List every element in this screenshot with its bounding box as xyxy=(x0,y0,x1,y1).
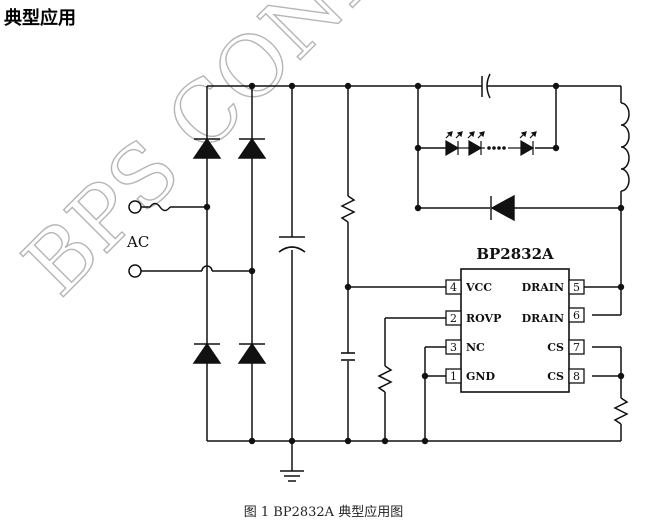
vcc-capacitor xyxy=(341,352,355,361)
freewheel-diode xyxy=(490,194,515,222)
pin-rovp-label: ROVP xyxy=(466,312,501,325)
pin-nc-label: NC xyxy=(466,341,485,354)
pin-5-number: 5 xyxy=(573,281,580,294)
junction-dots xyxy=(203,82,625,445)
pin-vcc-label: VCC xyxy=(465,281,492,294)
ac-label: AC xyxy=(126,233,149,251)
pin-2-number: 2 xyxy=(450,312,457,325)
figure-caption: 图 1 BP2832A 典型应用图 xyxy=(243,505,404,520)
section-title: 典型应用 xyxy=(4,8,76,29)
pin-8-number: 8 xyxy=(573,370,580,383)
pin-1-number: 1 xyxy=(450,370,457,383)
pin-4-number: 4 xyxy=(450,281,457,294)
pin-gnd-label: GND xyxy=(466,370,495,383)
pin-drain-label-5: DRAIN xyxy=(522,281,564,294)
pin-6-number: 6 xyxy=(573,309,580,322)
pin-cs-label-8: CS xyxy=(547,370,564,383)
pin-7-number: 7 xyxy=(573,341,580,354)
pin-cs-label-7: CS xyxy=(547,341,564,354)
ic-name: BP2832A xyxy=(476,245,554,263)
pin-drain-label-6: DRAIN xyxy=(522,312,564,325)
pin-3-number: 3 xyxy=(450,341,457,354)
bridge-diodes xyxy=(192,137,267,364)
ic-body xyxy=(460,268,570,393)
ac-terminals xyxy=(128,200,142,278)
led-string xyxy=(445,131,537,157)
bulk-capacitor xyxy=(278,236,306,253)
